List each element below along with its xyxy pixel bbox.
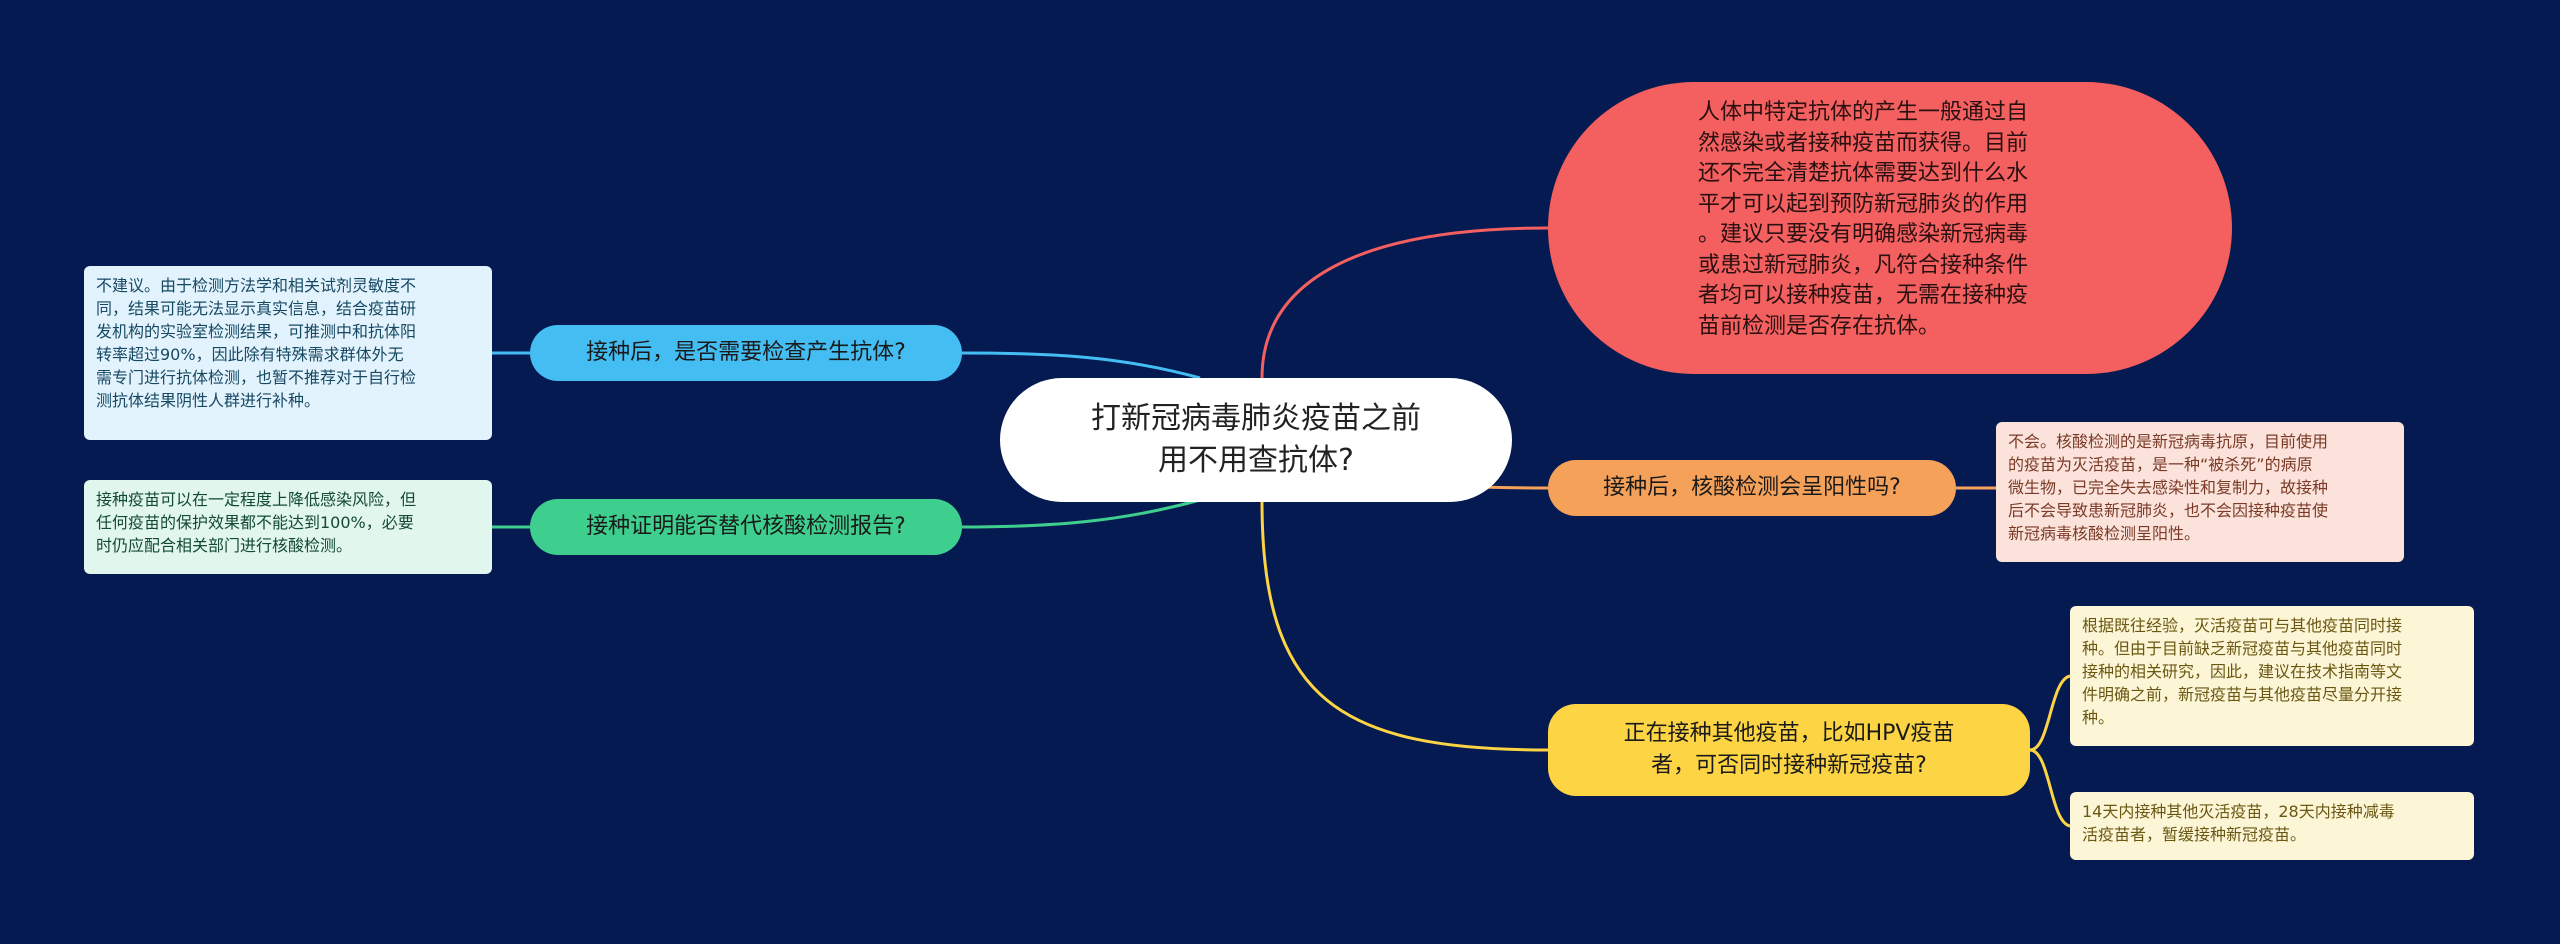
green-answer-card[interactable]: 接种疫苗可以在一定程度上降低感染风险，但 任何疫苗的保护效果都不能达到100%，… <box>84 480 492 574</box>
connector-green <box>961 498 1201 529</box>
connector-yellow <box>1260 501 1549 752</box>
orange-question-node[interactable]: 接种后，核酸检测会呈阳性吗? <box>1548 460 1956 516</box>
connector-red <box>1260 226 1549 379</box>
blue-answer-card[interactable]: 不建议。由于检测方法学和相关试剂灵敏度不 同，结果可能无法显示真实信息，结合疫苗… <box>84 266 492 440</box>
red-topic-node[interactable]: 人体中特定抗体的产生一般通过自 然感染或者接种疫苗而获得。目前 还不完全清楚抗体… <box>1548 82 2232 374</box>
blue-question-node[interactable]: 接种后，是否需要检查产生抗体? <box>530 325 962 381</box>
connector-yellow-answers <box>2029 674 2071 828</box>
green-question-node[interactable]: 接种证明能否替代核酸检测报告? <box>530 499 962 555</box>
yellow-question-node[interactable]: 正在接种其他疫苗，比如HPV疫苗 者，可否同时接种新冠疫苗? <box>1548 704 2030 796</box>
central-topic[interactable]: 打新冠病毒肺炎疫苗之前 用不用查抗体? <box>1000 378 1512 502</box>
yellow-answer-card-2[interactable]: 14天内接种其他灭活疫苗，28天内接种减毒 活疫苗者，暂缓接种新冠疫苗。 <box>2070 792 2474 860</box>
orange-answer-card[interactable]: 不会。核酸检测的是新冠病毒抗原，目前使用 的疫苗为灭活疫苗，是一种“被杀死”的病… <box>1996 422 2404 562</box>
connector-blue <box>961 351 1201 380</box>
yellow-answer-card-1[interactable]: 根据既往经验，灭活疫苗可与其他疫苗同时接 种。但由于目前缺乏新冠疫苗与其他疫苗同… <box>2070 606 2474 746</box>
central-topic-text: 打新冠病毒肺炎疫苗之前 用不用查抗体? <box>1091 401 1421 478</box>
